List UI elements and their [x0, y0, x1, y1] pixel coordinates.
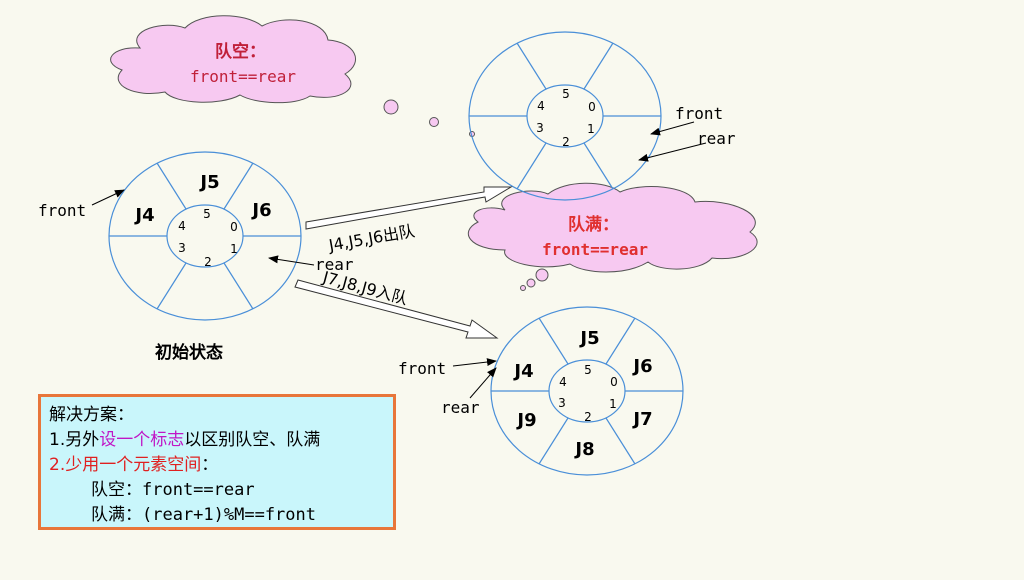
cloud-empty: 队空： front==rear — [110, 15, 356, 104]
ring-initial-divider — [223, 262, 254, 310]
initial-caption: 初始状态 — [155, 342, 223, 363]
cloud-empty-shape — [110, 15, 356, 104]
dequeue-label: J4,J5,J6出队 — [326, 221, 416, 255]
solution-item-2-suffix: ： — [201, 455, 219, 475]
slot-label-j5: J5 — [578, 328, 599, 349]
solution-item-2-prefix: 2. — [49, 455, 66, 475]
slot-label-j8: J8 — [573, 439, 594, 460]
thought-bubble-medium — [429, 117, 439, 127]
slot-index: 0 — [610, 375, 618, 389]
ring-empty-divider — [583, 142, 614, 190]
slot-index: 1 — [230, 242, 238, 256]
slot-index: 5 — [584, 363, 592, 377]
slot-index: 4 — [559, 375, 567, 389]
enqueue-arrow: J7,J8,J9入队 — [294, 267, 499, 339]
initial-rear-pointer — [268, 255, 315, 266]
ring-full-divider — [538, 317, 569, 365]
ring-empty-divider — [516, 42, 547, 90]
ring-empty-divider — [516, 142, 547, 190]
slot-index: 1 — [587, 122, 595, 136]
solution-item-1-prefix: 1.另外 — [49, 430, 100, 450]
slot-label-j9: J9 — [515, 410, 536, 431]
solution-item-1-highlight: 设一个标志 — [99, 430, 185, 450]
slot-label-j4: J4 — [512, 361, 533, 382]
dequeue-arrow-shape — [305, 186, 513, 230]
ring-full-divider — [605, 417, 636, 465]
initial-front-label: front — [38, 201, 86, 220]
solution-full-formula: (rear+1)%M==front — [142, 505, 316, 525]
slot-index: 3 — [178, 241, 186, 255]
thought-bubble-full-medium — [526, 278, 536, 288]
thought-bubble-large — [383, 99, 399, 115]
slot-label-j5: J5 — [198, 172, 219, 193]
slot-index: 4 — [537, 99, 545, 113]
empty-rear-label: rear — [697, 129, 736, 148]
slot-label-j4: J4 — [133, 205, 154, 226]
slot-index: 4 — [178, 219, 186, 233]
ring-initial-divider — [223, 162, 254, 210]
empty-front-label: front — [675, 104, 723, 123]
empty-rear-pointer — [638, 142, 707, 162]
slot-index: 0 — [230, 220, 238, 234]
slot-label-j6: J6 — [250, 200, 271, 221]
ring-initial-divider — [156, 262, 187, 310]
solution-item-1-suffix: 以区别队空、队满 — [184, 430, 321, 450]
cloud-full-formula: front==rear — [542, 240, 648, 259]
solution-full-label: 队满： — [91, 505, 142, 525]
slot-label-j7: J7 — [631, 409, 652, 430]
cloud-empty-formula: front==rear — [190, 67, 296, 86]
solution-box: 解决方案： 1.另外设一个标志以区别队空、队满 2.少用一个元素空间： 队空：f… — [38, 394, 396, 530]
solution-heading: 解决方案： — [49, 405, 134, 425]
full-front-pointer — [452, 358, 497, 367]
cloud-full-shape — [467, 182, 758, 273]
cloud-empty-title: 队空： — [215, 41, 266, 62]
solution-empty-condition: 队空：front==rear — [49, 478, 385, 503]
full-rear-label: rear — [441, 398, 480, 417]
ring-full-divider — [605, 317, 636, 365]
ring-full-divider — [538, 417, 569, 465]
slot-label-j6: J6 — [631, 356, 652, 377]
slot-index: 3 — [536, 121, 544, 135]
enqueue-arrow-shape — [294, 279, 499, 339]
queue-ring-initial: J5 J6 J4 5 0 1 2 3 4 — [108, 151, 302, 321]
solution-full-condition: 队满：(rear+1)%M==front — [49, 503, 385, 528]
slot-index: 2 — [584, 410, 592, 424]
full-rear-pointer — [469, 367, 497, 399]
solution-item-2-highlight: 少用一个元素空间 — [65, 455, 202, 475]
cloud-full-title: 队满： — [568, 214, 619, 235]
initial-front-pointer — [91, 189, 125, 206]
slot-index: 5 — [203, 207, 211, 221]
slot-index: 5 — [562, 87, 570, 101]
empty-front-pointer — [650, 121, 695, 136]
ring-empty-divider — [583, 42, 614, 90]
queue-ring-empty: 5 0 1 2 3 4 — [468, 31, 662, 201]
thought-bubble-full-large — [535, 268, 549, 282]
solution-item-1: 1.另外设一个标志以区别队空、队满 — [49, 428, 385, 453]
queue-ring-full: J5 J6 J7 J8 J9 J4 5 0 1 2 3 4 — [490, 306, 684, 476]
ring-initial-divider — [156, 162, 187, 210]
solution-item-2: 2.少用一个元素空间： — [49, 453, 385, 478]
slot-index: 1 — [609, 397, 617, 411]
initial-rear-label: rear — [315, 255, 354, 274]
slot-index: 3 — [558, 396, 566, 410]
solution-empty-formula: front==rear — [142, 480, 255, 500]
slot-index: 0 — [588, 100, 596, 114]
full-front-label: front — [398, 359, 446, 378]
slot-index: 2 — [204, 255, 212, 269]
slot-index: 2 — [562, 135, 570, 149]
solution-empty-label: 队空： — [91, 480, 142, 500]
cloud-full: 队满： front==rear — [467, 182, 758, 273]
thought-bubble-full-small — [520, 285, 526, 291]
